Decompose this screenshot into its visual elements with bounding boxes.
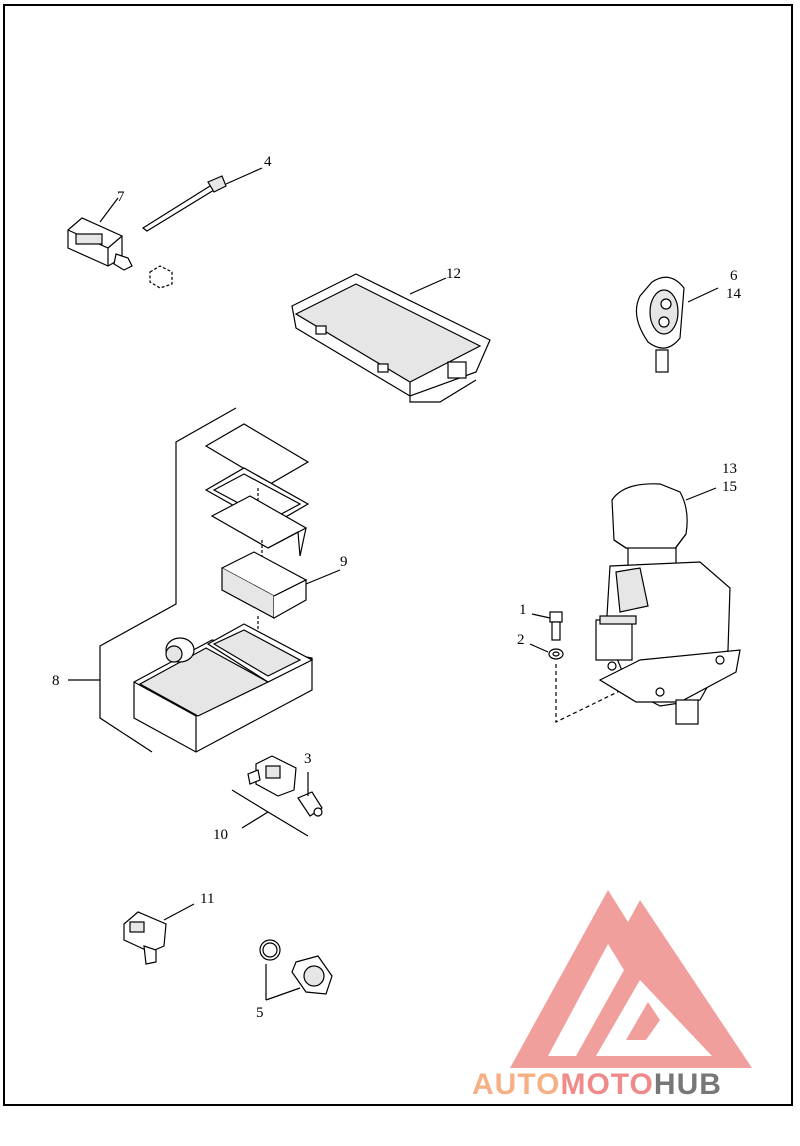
label-12: 12: [446, 266, 461, 282]
svg-text:AUTOMOTOHUB: AUTOMOTOHUB: [472, 1068, 722, 1101]
switch-part-11: [123, 903, 195, 965]
label-14: 14: [726, 286, 742, 302]
label-6: 6: [730, 268, 738, 284]
group-bracket-part-8: [68, 407, 237, 753]
plug-part-5: [265, 955, 333, 1001]
diagram-frame: [3, 4, 793, 1106]
label-2: 2: [517, 632, 525, 648]
housing: [133, 623, 314, 753]
label-4: 4: [264, 154, 272, 170]
oring-part-5: [259, 939, 281, 961]
bolt-part-1: [531, 611, 563, 641]
bracket-part-10: [231, 789, 309, 837]
washer-part-2: [529, 643, 564, 660]
module-block-part-9: [220, 551, 341, 620]
key-fob-part-6-14: [635, 276, 719, 373]
watermark-text: AUTOMOTOHUB: [472, 1068, 722, 1101]
label-3: 3: [304, 751, 312, 767]
watermark-part3: HUB: [654, 1068, 722, 1101]
bracket-plate: [210, 495, 308, 557]
label-10: 10: [213, 827, 228, 843]
cable-strap-part-4: [141, 167, 263, 232]
label-15: 15: [722, 479, 737, 495]
label-1: 1: [519, 602, 527, 618]
siren-unit-part-13-15: [595, 483, 741, 725]
sensor-part-10: [247, 755, 297, 797]
control-box-part-12: [291, 273, 491, 403]
connector-module-part-7: [67, 197, 173, 289]
watermark-part1: AUTO: [472, 1068, 560, 1101]
watermark-part2: MOTO: [560, 1068, 653, 1101]
label-13: 13: [722, 461, 737, 477]
terminal-part-3: [297, 772, 323, 817]
label-7: 7: [117, 189, 125, 205]
watermark-logo: [510, 890, 752, 1068]
label-11: 11: [200, 891, 214, 907]
label-8: 8: [52, 673, 60, 689]
label-5: 5: [256, 1005, 264, 1021]
label-9: 9: [340, 554, 348, 570]
